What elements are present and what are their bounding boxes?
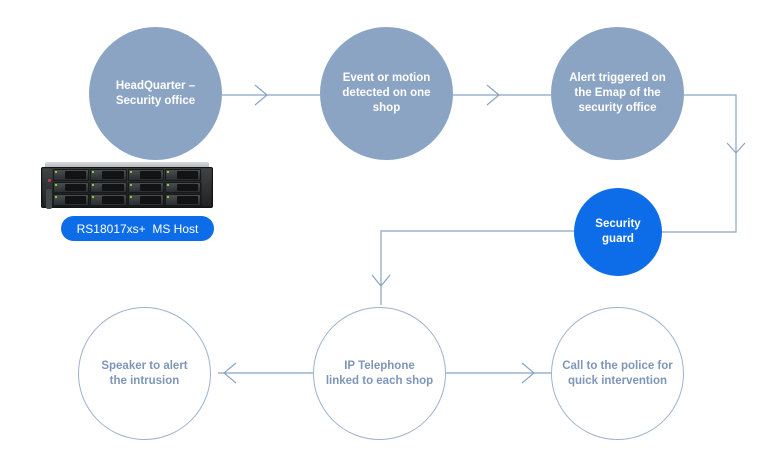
nas-drive-bay <box>164 194 201 206</box>
nas-model-label-text: RS18017xs+ MS Host <box>76 221 199 236</box>
nas-drive-bay <box>53 181 90 194</box>
node-event-or-motion-detected[interactable]: Event or motion detected on one shop <box>320 27 453 160</box>
node-alert-triggered-emap[interactable]: Alert triggered on the Emap of the secur… <box>551 27 684 160</box>
node-speaker-alert-intrusion[interactable]: Speaker to alert the intrusion <box>78 307 211 440</box>
node-police-label: Call to the police for quick interventio… <box>562 359 673 387</box>
nas-drive-bay <box>164 169 201 181</box>
nas-drive-bay <box>90 169 127 181</box>
arrowhead-down-alert-guard <box>726 142 746 154</box>
arrowhead-right-hq-event <box>254 84 268 106</box>
node-security-guard-label: Security guard <box>595 218 641 245</box>
nas-drive-bay <box>90 181 127 194</box>
node-telephone-label: IP Telephone linked to each shop <box>325 359 434 387</box>
nas-model-label-badge: RS18017xs+ MS Host <box>61 216 214 241</box>
nas-drive-bay <box>164 181 201 194</box>
nas-drive-bay <box>53 169 90 181</box>
node-headquarter-security-office[interactable]: HeadQuarter – Security office <box>89 27 222 160</box>
arrowhead-right-event-alert <box>486 84 500 106</box>
nas-drive-bay <box>90 194 127 206</box>
arrowhead-down-guard-telephone <box>371 274 391 287</box>
nas-rack-ear-left <box>43 169 52 209</box>
node-alert-label: Alert triggered on the Emap of the secur… <box>569 72 666 114</box>
nas-drive-bay <box>53 194 90 206</box>
node-security-guard[interactable]: Security guard <box>574 188 662 276</box>
connector-alert-to-security-guard <box>662 94 737 233</box>
arrowhead-right-telephone-police <box>521 362 535 384</box>
nas-drive-bay <box>127 169 164 181</box>
nas-drive-bay-grid <box>53 169 201 206</box>
connector-security-guard-to-telephone <box>380 230 574 305</box>
node-ip-telephone[interactable]: IP Telephone linked to each shop <box>313 307 446 440</box>
nas-rack-ear-right <box>202 169 211 206</box>
nas-power-led <box>48 179 51 182</box>
node-headquarter-label: HeadQuarter – Security office <box>115 79 196 107</box>
nas-handle <box>46 189 52 209</box>
nas-top-cover <box>45 162 209 168</box>
nas-drive-bay <box>127 181 164 194</box>
rackmount-nas-icon <box>41 162 213 210</box>
node-call-police[interactable]: Call to the police for quick interventio… <box>551 307 684 440</box>
node-event-label: Event or motion detected on one shop <box>342 72 431 114</box>
arrowhead-left-telephone-speaker <box>223 362 237 384</box>
nas-drive-bay <box>127 194 164 206</box>
node-speaker-label: Speaker to alert the intrusion <box>101 359 188 387</box>
